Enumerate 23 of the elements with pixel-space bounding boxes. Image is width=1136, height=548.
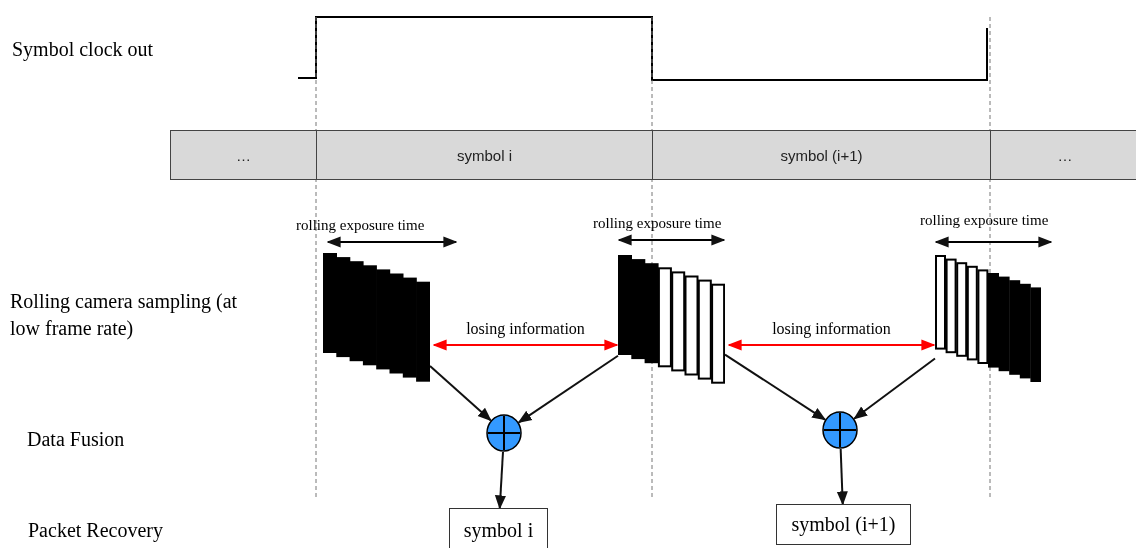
arrow: [432, 339, 619, 351]
timeline-cell: symbol i: [316, 130, 653, 180]
arrow: [494, 450, 507, 510]
dimension-label: rolling exposure time: [920, 211, 1049, 230]
arrow: [724, 353, 827, 421]
row-label: Data Fusion: [27, 427, 125, 452]
edge-label: losing information: [464, 320, 587, 338]
timeline-cell: …: [170, 130, 317, 180]
arrow: [727, 339, 936, 351]
timeline-cell: symbol (i+1): [652, 130, 991, 180]
arrow: [853, 357, 936, 420]
arrow: [429, 364, 492, 422]
edge-label: losing information: [770, 320, 893, 338]
result-box: symbol (i+1): [776, 504, 911, 545]
dimension-label: rolling exposure time: [593, 214, 722, 233]
row-label: Symbol clock out: [12, 37, 154, 63]
arrow: [836, 448, 848, 506]
dimension-label: rolling exposure time: [296, 216, 425, 235]
timeline-cell: …: [990, 130, 1136, 180]
row-label: Packet Recovery: [28, 518, 163, 544]
result-box: symbol i: [449, 508, 548, 548]
row-label: Rolling camera sampling (at low frame rate): [10, 289, 239, 342]
arrow: [517, 354, 619, 424]
